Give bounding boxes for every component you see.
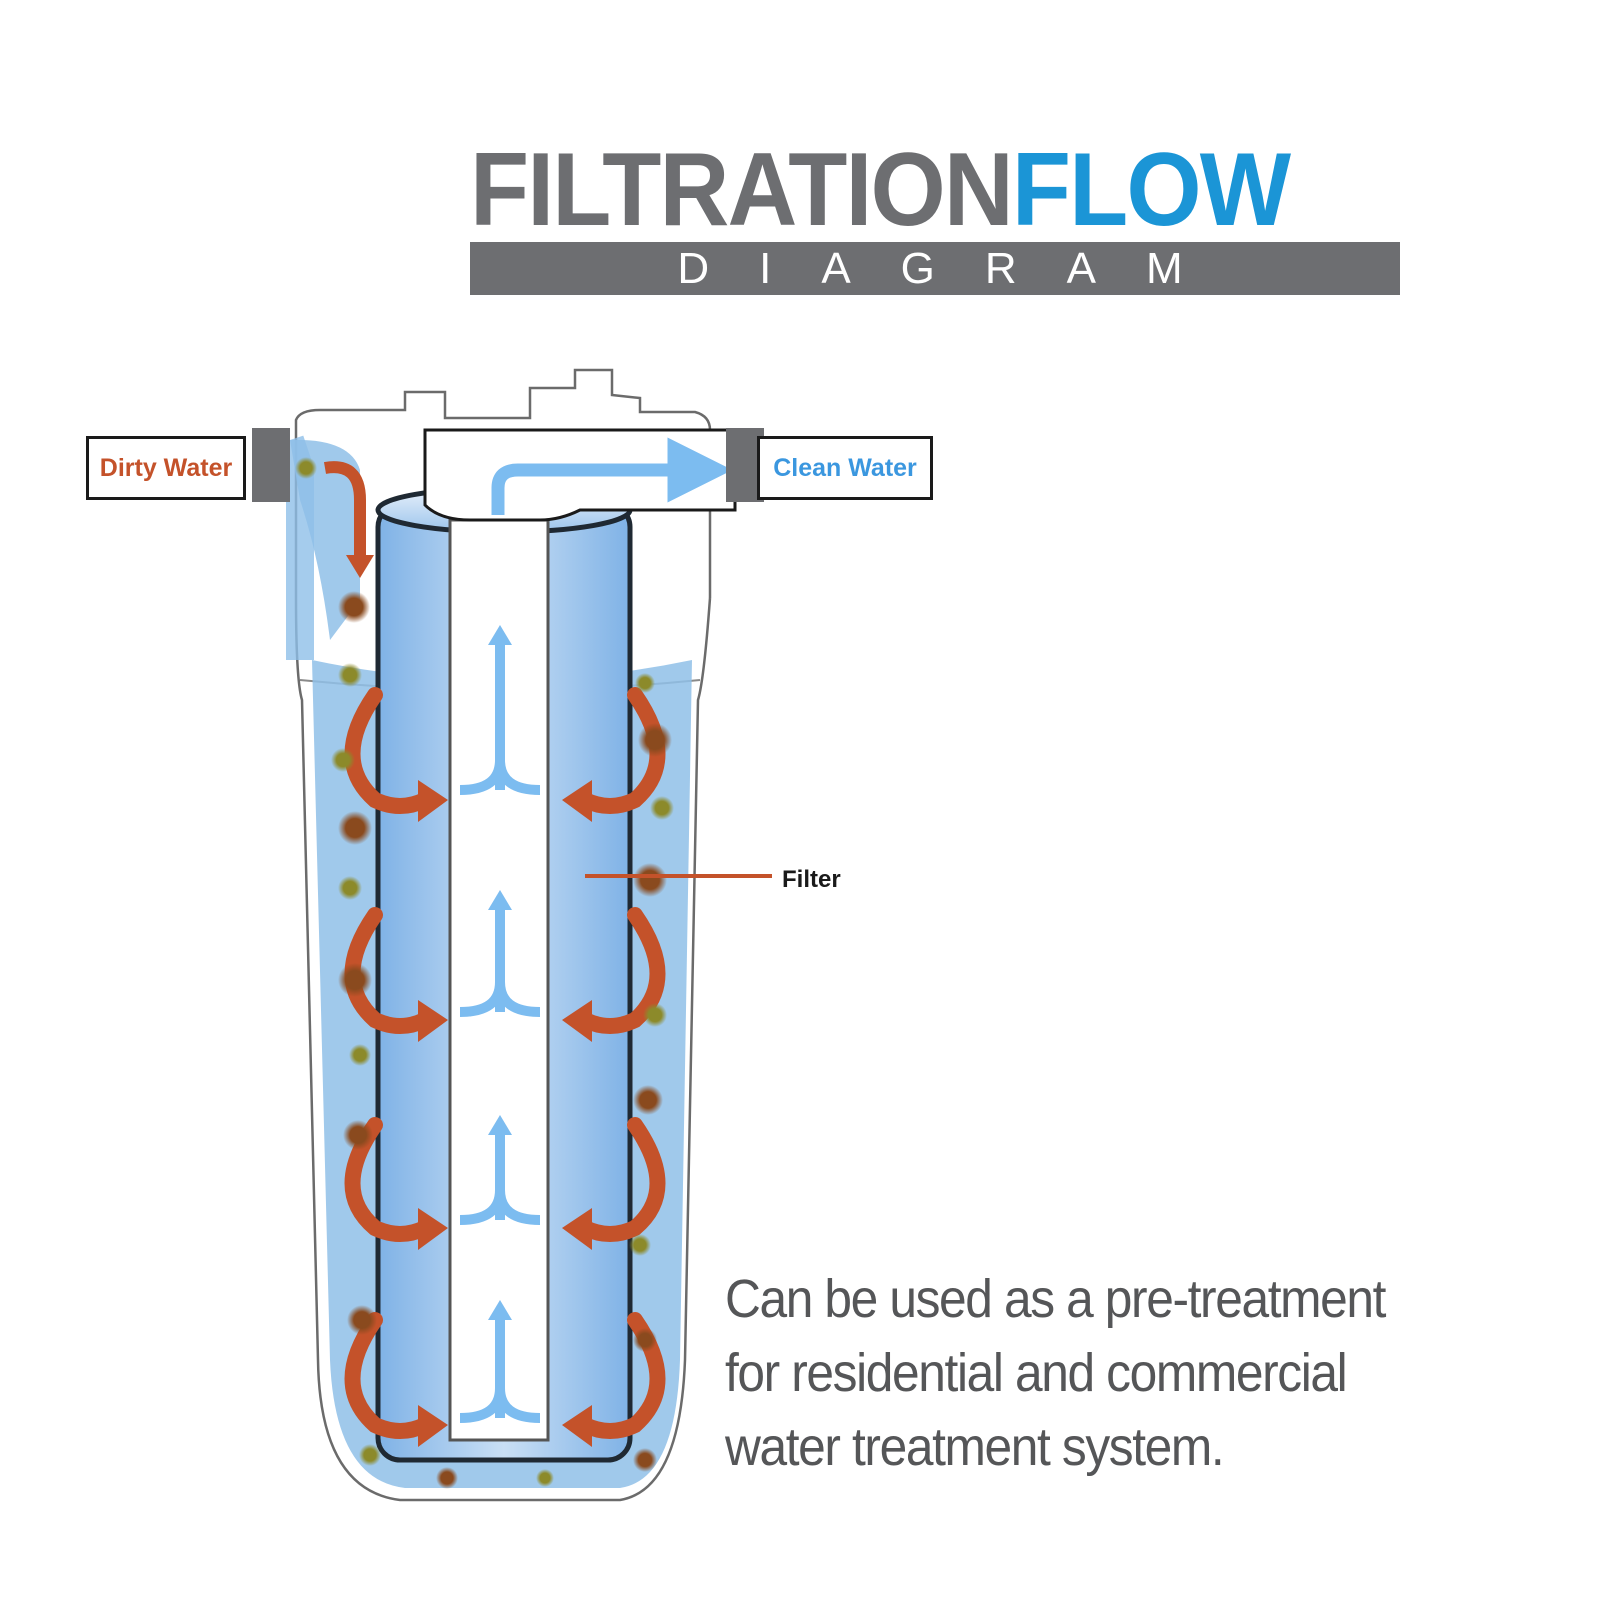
contaminant-particles [295, 457, 674, 1489]
clean-water-label: Clean Water [757, 436, 933, 500]
housing-cap [294, 368, 712, 598]
caption-line-1: Can be used as a pre-treatment [725, 1269, 1386, 1329]
caption-line-2: for residential and commercial [725, 1343, 1348, 1403]
diagram-title: FILTRATIONFLOW [470, 138, 1400, 242]
caption-text: Can be used as a pre-treatment for resid… [725, 1262, 1424, 1484]
housing-bowl [294, 597, 712, 1502]
title-filtration: FILTRATION [470, 132, 1014, 248]
inlet-connector [252, 428, 290, 502]
title-subtitle-bar: DIAGRAM [470, 242, 1400, 295]
dirty-water-label: Dirty Water [86, 436, 246, 500]
title-heading: FILTRATIONFLOW [470, 138, 1335, 242]
dirty-flow-arrows [344, 687, 666, 1439]
title-flow: FLOW [1011, 132, 1291, 248]
clean-flow-arrows [459, 640, 541, 1423]
caption-line-3: water treatment system. [725, 1417, 1225, 1477]
filter-label: Filter [782, 866, 841, 893]
